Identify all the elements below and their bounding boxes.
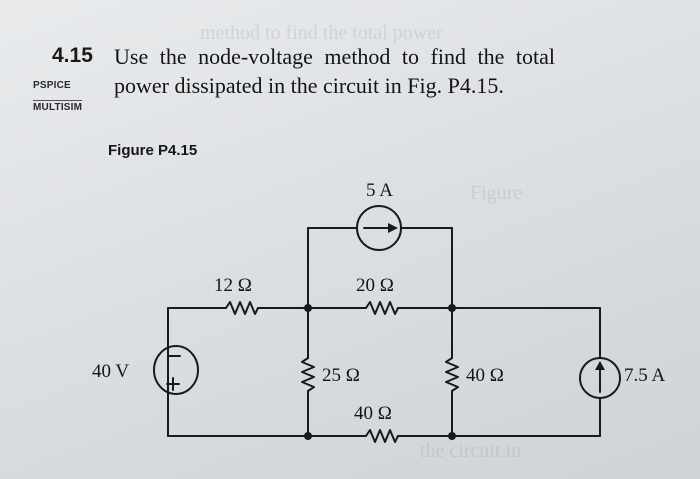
- resistor-12-ohm: [225, 301, 259, 315]
- label-40v: 40 V: [92, 361, 129, 382]
- node-dot: [448, 432, 456, 440]
- label-20-ohm: 20 Ω: [356, 275, 394, 296]
- bleed-through-text: Figure: [470, 182, 523, 204]
- problem-number: 4.15: [52, 44, 93, 67]
- node-dot: [304, 304, 312, 312]
- label-40-ohm-bottom: 40 Ω: [354, 403, 392, 424]
- label-12-ohm: 12 Ω: [214, 275, 252, 296]
- label-5a: 5 A: [366, 180, 393, 201]
- resistor-40-ohm-bottom: [365, 429, 399, 443]
- problem-text-line-2: power dissipated in the circuit in Fig. …: [114, 73, 504, 98]
- current-source-7-5a: [579, 357, 621, 399]
- resistor-20-ohm: [365, 301, 399, 315]
- label-25-ohm: 25 Ω: [322, 365, 360, 386]
- figure-label: Figure P4.15: [108, 142, 198, 159]
- current-source-5a: [356, 205, 402, 251]
- label-7-5a: 7.5 A: [624, 365, 665, 386]
- multisim-tag: MULTISIM: [33, 100, 83, 113]
- problem-text-line-1: Use the node-voltage method to find the …: [114, 44, 555, 69]
- arrow-up-icon: [595, 361, 605, 370]
- pspice-tag: PSPICE: [33, 80, 71, 91]
- label-40-ohm-right: 40 Ω: [466, 365, 504, 386]
- voltage-source-40v: [153, 345, 199, 395]
- bleed-through-text: the circuit in: [420, 440, 522, 462]
- resistor-25-ohm: [301, 357, 315, 392]
- arrow-right-icon: [388, 223, 398, 233]
- node-dot: [304, 432, 312, 440]
- node-dot: [448, 304, 456, 312]
- bleed-through-text: method to find the total power: [200, 22, 443, 44]
- resistor-40-ohm-right: [445, 357, 459, 392]
